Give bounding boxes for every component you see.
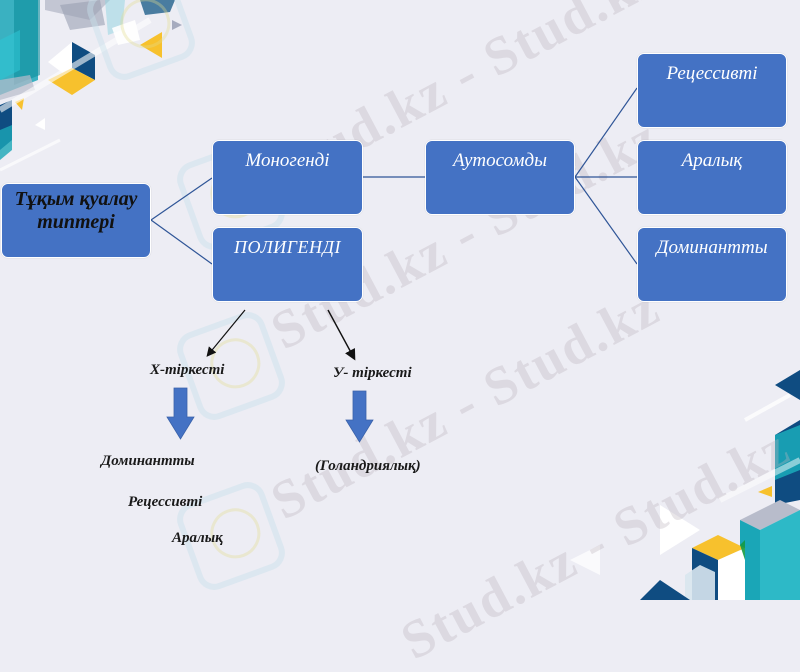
y-result-holandric: (Голандриялық) — [315, 458, 421, 474]
down-arrow-icon — [166, 387, 195, 440]
node-monogenic: Моногенді — [212, 140, 363, 215]
node-autosomal: Аутосомды — [425, 140, 575, 215]
node-label: Доминантты — [656, 237, 768, 258]
node-label: Аутосомды — [453, 150, 547, 171]
node-label: Тұқым қуалау типтері — [14, 188, 138, 233]
x-result-recessive: Рецессивті — [128, 494, 203, 510]
y-linked-label: У- тіркесті — [333, 365, 412, 381]
node-polygenic: ПОЛИГЕНДІ — [212, 227, 363, 302]
x-linked-label: Х-тіркесті — [150, 362, 225, 378]
node-label: ПОЛИГЕНДІ — [234, 237, 341, 257]
node-dominant: Доминантты — [637, 227, 787, 302]
node-label: Рецессивті — [666, 63, 758, 84]
x-result-dominant: Доминантты — [101, 453, 195, 469]
x-result-intermediate: Аралық — [172, 530, 223, 546]
node-label: Аралық — [681, 150, 743, 171]
node-root-inheritance-types: Тұқым қуалау типтері — [1, 183, 151, 258]
node-label: Моногенді — [245, 150, 330, 171]
node-recessive: Рецессивті — [637, 53, 787, 128]
node-intermediate: Аралық — [637, 140, 787, 215]
diagram-connectors — [150, 87, 638, 443]
down-arrow-icon — [345, 390, 374, 443]
